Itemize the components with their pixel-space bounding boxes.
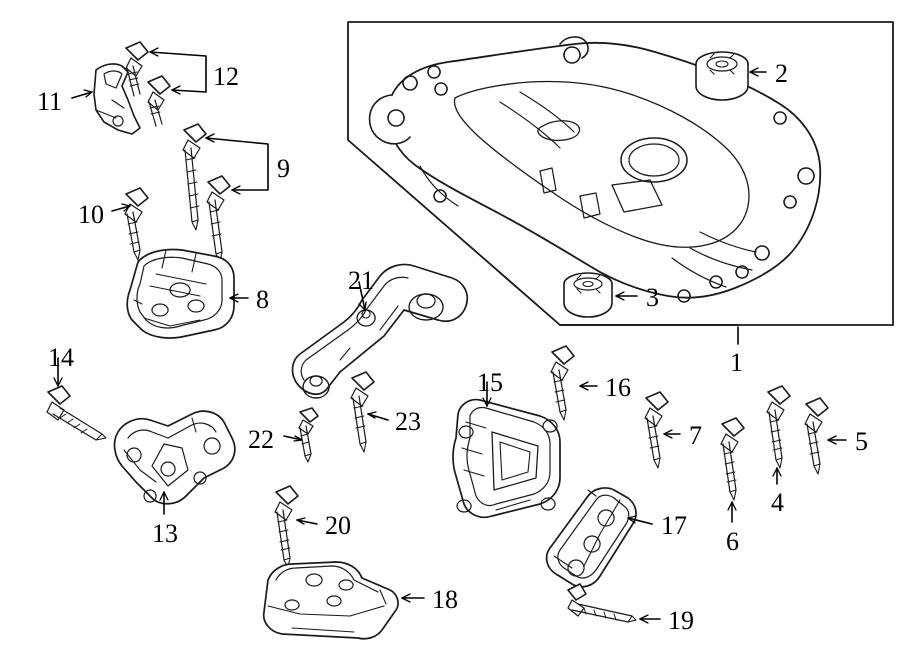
part-6-bolt bbox=[720, 417, 745, 501]
callout-19[interactable]: 19 bbox=[668, 606, 694, 635]
part-7-bolt bbox=[644, 391, 669, 469]
part-23-bolt bbox=[350, 371, 375, 453]
callout-13[interactable]: 13 bbox=[152, 519, 178, 548]
part-9-bolts bbox=[182, 123, 231, 263]
callout-2[interactable]: 2 bbox=[775, 59, 788, 88]
callout-22[interactable]: 22 bbox=[248, 425, 274, 454]
part-1-subframe-region bbox=[347, 21, 894, 326]
part-12-bolts bbox=[125, 41, 171, 127]
callout-15[interactable]: 15 bbox=[477, 368, 503, 397]
callout-7[interactable]: 7 bbox=[689, 421, 702, 450]
callout-23[interactable]: 23 bbox=[395, 407, 421, 436]
part-22-bolt bbox=[298, 407, 319, 463]
part-19-bolt bbox=[567, 583, 637, 623]
part-4-bolt bbox=[766, 385, 791, 469]
part-18-support-bracket bbox=[262, 561, 399, 640]
part-16-bolt bbox=[550, 345, 575, 421]
callout-3[interactable]: 3 bbox=[646, 283, 659, 312]
callout-6[interactable]: 6 bbox=[726, 527, 739, 556]
part-14-bolt bbox=[46, 385, 107, 441]
callout-4[interactable]: 4 bbox=[771, 488, 784, 517]
leader-lines bbox=[53, 47, 847, 624]
part-8-mount-bracket bbox=[126, 248, 235, 339]
part-15-transmission-mount bbox=[452, 398, 561, 519]
callout-16[interactable]: 16 bbox=[605, 373, 631, 402]
callout-14[interactable]: 14 bbox=[48, 343, 74, 372]
callout-11[interactable]: 11 bbox=[37, 87, 63, 116]
callout-20[interactable]: 20 bbox=[325, 511, 351, 540]
part-2-bushing bbox=[695, 51, 749, 101]
callout-18[interactable]: 18 bbox=[432, 585, 458, 614]
callout-17[interactable]: 17 bbox=[661, 511, 687, 540]
callout-5[interactable]: 5 bbox=[855, 427, 868, 456]
part-20-bolt bbox=[274, 485, 299, 569]
part-10-bolt bbox=[124, 187, 149, 261]
part-21-torque-rod bbox=[291, 263, 469, 399]
part-11-bracket bbox=[93, 63, 141, 135]
callout-21[interactable]: 21 bbox=[348, 266, 374, 295]
callout-10[interactable]: 10 bbox=[78, 200, 104, 229]
part-17-torque-arm-bracket bbox=[545, 487, 637, 588]
callout-8[interactable]: 8 bbox=[256, 285, 269, 314]
part-3-bushing bbox=[563, 272, 613, 318]
callout-9[interactable]: 9 bbox=[277, 154, 290, 183]
part-13-support-bracket bbox=[113, 410, 236, 505]
callout-12[interactable]: 12 bbox=[213, 62, 239, 91]
callout-1[interactable]: 1 bbox=[730, 348, 743, 377]
part-5-bolt bbox=[804, 397, 829, 475]
